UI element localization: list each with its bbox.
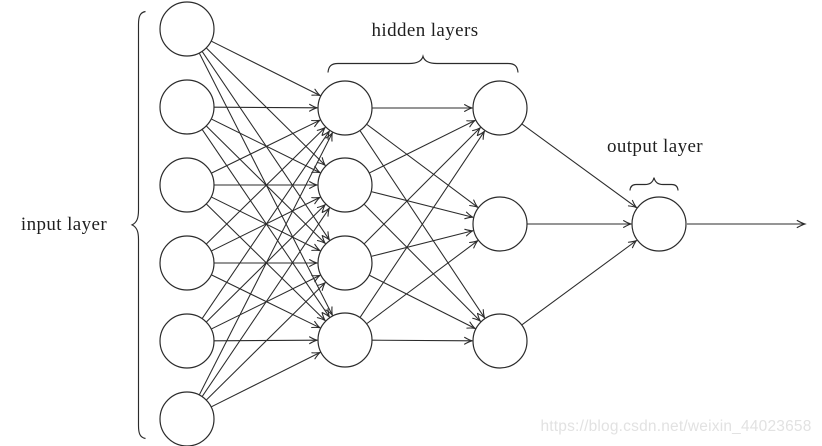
connection-hidden-2-to-output [521,241,636,326]
connection-hidden-2-to-output [521,123,636,207]
connection-hidden-1-to-hidden-2 [369,274,475,328]
output-neuron-1 [631,196,687,252]
hidden-layers-brace [327,54,519,73]
input-neuron-5 [159,313,215,369]
connection-input-to-hidden-1 [201,208,329,397]
connection-hidden-1-to-hidden-2 [371,231,473,257]
output-layer-label: output layer [607,136,703,157]
connection-input-to-hidden-1 [211,274,320,328]
input-neuron-6 [159,391,215,446]
output-layer-brace [629,177,679,191]
connection-input-to-hidden-1 [211,40,320,95]
hidden-2-neuron-2 [472,196,528,252]
connection-input-to-hidden-1 [206,283,326,401]
connection-input-to-hidden-1 [214,340,318,341]
hidden-1-neuron-1 [317,80,373,136]
connection-hidden-1-to-hidden-2 [366,241,478,324]
neuron-nodes [159,1,687,446]
input-layer-brace [130,10,146,440]
input-neuron-2 [159,79,215,135]
watermark-text: https://blog.csdn.net/weixin_44023658 [540,418,811,435]
input-neuron-1 [159,1,215,57]
connection-hidden-1-to-hidden-2 [372,340,473,341]
connection-input-to-hidden-1 [214,107,318,108]
connection-hidden-1-to-hidden-2 [364,128,480,244]
hidden-1-neuron-4 [317,312,373,368]
connection-hidden-1-to-hidden-2 [364,204,480,322]
hidden-layers-label: hidden layers [371,20,478,41]
connection-arrows [199,40,637,408]
connection-input-to-hidden-1 [199,133,333,395]
input-neuron-3 [159,157,215,213]
connection-hidden-1-to-hidden-2 [369,121,475,174]
connection-input-to-hidden-1 [211,120,320,174]
connection-input-to-hidden-1 [206,47,326,165]
connection-input-to-hidden-1 [211,118,320,172]
connection-hidden-1-to-hidden-2 [366,124,478,208]
connection-input-to-hidden-1 [201,129,329,317]
hidden-1-neuron-2 [317,157,373,213]
input-layer-label: input layer [21,214,107,235]
input-neuron-4 [159,235,215,291]
connection-input-to-hidden-1 [211,353,320,408]
hidden-1-neuron-3 [317,235,373,291]
hidden-2-neuron-3 [472,313,528,369]
connection-hidden-1-to-hidden-2 [371,191,473,218]
connection-hidden-1-to-hidden-2 [359,131,484,318]
connection-input-to-hidden-1 [206,128,325,245]
connection-input-to-hidden-1 [201,131,329,319]
hidden-2-neuron-1 [472,80,528,136]
